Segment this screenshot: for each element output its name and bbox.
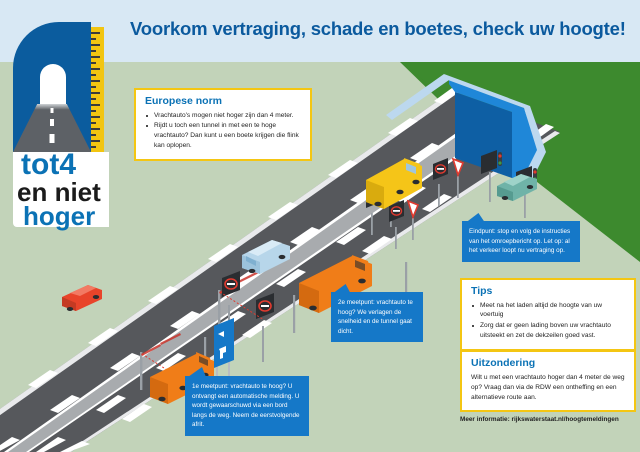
info-box-uitzondering: Uitzondering Wilt u met een vrachtauto h… [460,350,636,413]
logo-tot-text: tot [21,148,60,181]
logo-number-4: 4 [59,148,76,181]
logo-line-3: hoger [23,201,96,231]
callout-text: Eindpunt: stop en volg de instructies va… [469,228,571,255]
callout-tail [187,367,211,377]
gantry-1 [140,333,181,390]
vehicle-light-blue-van [242,240,290,274]
tunnel-entrance [386,74,546,192]
info-box-body: Wilt u met een vrachtauto hoger dan 4 me… [471,373,625,401]
logo-road [13,104,91,152]
callout-eindpunt: Eindpunt: stop en volg de instructies va… [462,213,580,262]
info-box-bullet-list: Vrachtauto's mogen niet hoger zijn dan 4… [145,111,301,151]
vehicle-orange-truck-2 [299,255,372,313]
info-box-bullet-list: Meet na het laden altijd de hoogte van u… [471,301,625,341]
logo-line-1: tot4 [21,150,76,180]
logo-ruler [91,27,104,152]
info-box-title: Europese norm [145,95,223,107]
callout-tail [466,213,488,222]
header-band [0,0,640,62]
vehicle-teal-car [497,174,537,201]
logo-wordmark: tot4 en niet hoger [13,150,109,231]
callout-tweede-meetpunt: 2e meetpunt: vrachtauto te hoog? We verl… [331,284,423,343]
detection-beam-2 [219,291,265,321]
info-box-europese-norm: Europese norm Vrachtauto's mogen niet ho… [134,88,312,161]
page-title: Voorkom vertraging, schade en boetes, ch… [130,18,626,39]
list-item: Zorg dat er geen lading boven uw vrachta… [471,321,625,341]
logo: tot4 en niet hoger [13,22,109,231]
matrix-sign-2 [256,293,274,362]
callout-eerste-meetpunt: 1e meetpunt: vrachtauto te hoog? U ontva… [185,367,309,436]
callout-text: 2e meetpunt: vrachtauto te hoog? We verl… [338,299,413,335]
info-box-title: Tips [471,285,493,297]
info-box-title: Uitzondering [471,357,536,369]
traffic-light-1 [481,150,502,202]
list-item: Vrachtauto's mogen niet hoger zijn dan 4… [145,111,301,121]
list-item: Meet na het laden altijd de hoogte van u… [471,301,625,321]
vehicle-yellow-truck [366,158,422,209]
logo-tunnel-illustration [13,22,91,152]
tunnel-frame [449,80,538,186]
tunnel-rim [444,74,546,192]
callout-text: 1e meetpunt: vrachtauto te hoog? U ontva… [192,383,300,429]
pole-mid-1 [293,295,296,333]
logo-line-2: en niet [17,177,101,207]
callout-tail [333,284,354,293]
tunnel-portal-face [455,92,512,178]
list-item: Rijdt u toch een tunnel in met een te ho… [145,121,301,150]
footer-more-info[interactable]: Meer informatie: rijkswaterstaat.nl/hoog… [460,416,619,423]
pole-mid-3 [405,262,408,300]
exit-direction-sign [214,318,234,388]
vehicle-red-car [62,285,102,311]
info-box-tips: Tips Meet na het laden altijd de hoogte … [460,278,636,351]
detection-beam-1 [141,353,187,383]
